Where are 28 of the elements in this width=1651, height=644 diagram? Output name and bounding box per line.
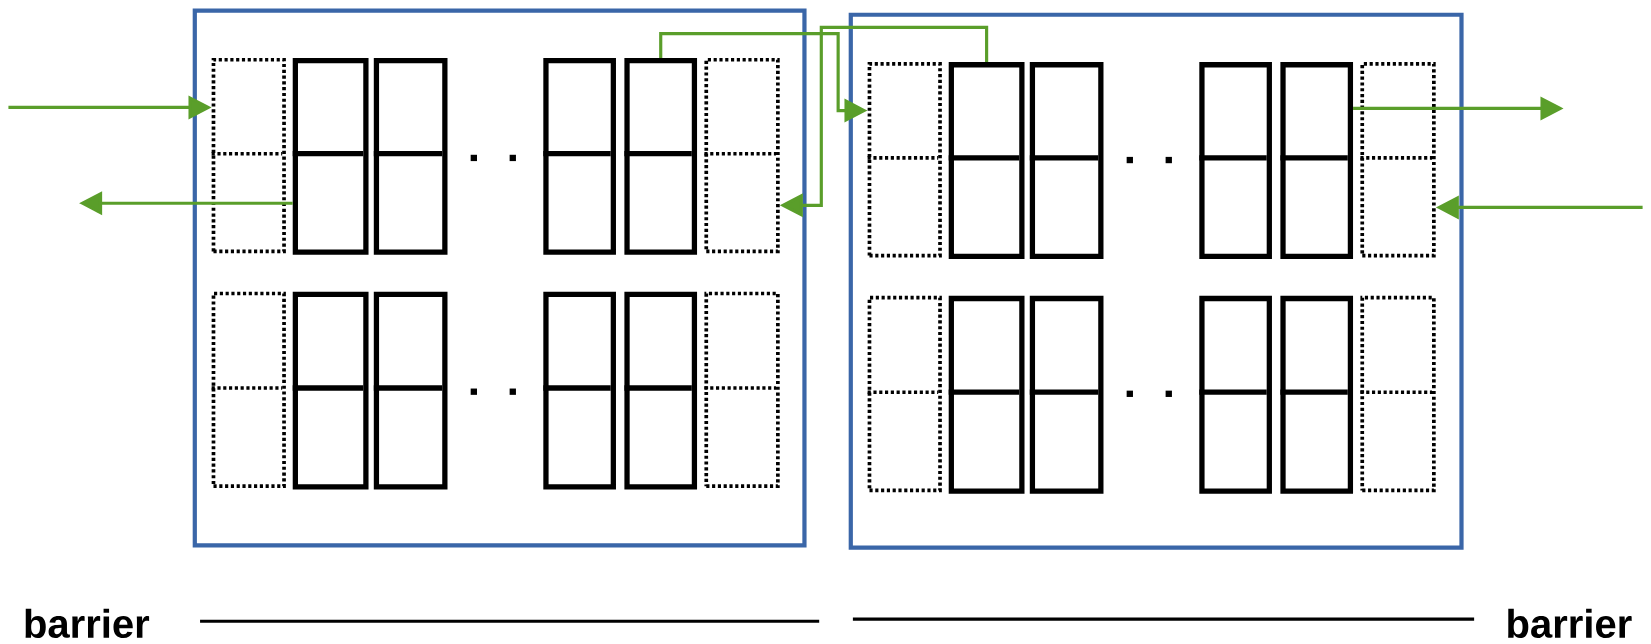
column — [1199, 61, 1272, 259]
column — [292, 57, 369, 255]
barrier-label: barrier — [1508, 608, 1632, 638]
column — [373, 57, 448, 255]
column — [543, 291, 616, 490]
column — [1199, 295, 1272, 494]
column — [624, 57, 698, 255]
ghost-column — [1360, 295, 1436, 493]
column — [373, 291, 448, 490]
column — [948, 295, 1025, 494]
ghost-column — [211, 291, 286, 488]
ghost-column — [867, 61, 942, 258]
frame — [192, 8, 807, 548]
ghost-column — [704, 57, 780, 254]
ghost-column — [704, 291, 780, 488]
column — [948, 61, 1025, 259]
frame — [848, 12, 1464, 550]
column — [543, 57, 616, 255]
column — [1029, 295, 1104, 494]
column — [1029, 61, 1104, 259]
ghost-column — [211, 57, 286, 254]
column — [1280, 295, 1354, 494]
column — [292, 291, 369, 490]
column — [1280, 61, 1354, 259]
column — [624, 291, 698, 490]
ghost-column — [1360, 61, 1436, 258]
ghost-column — [867, 295, 942, 493]
barrier-label: barrier — [25, 608, 150, 638]
